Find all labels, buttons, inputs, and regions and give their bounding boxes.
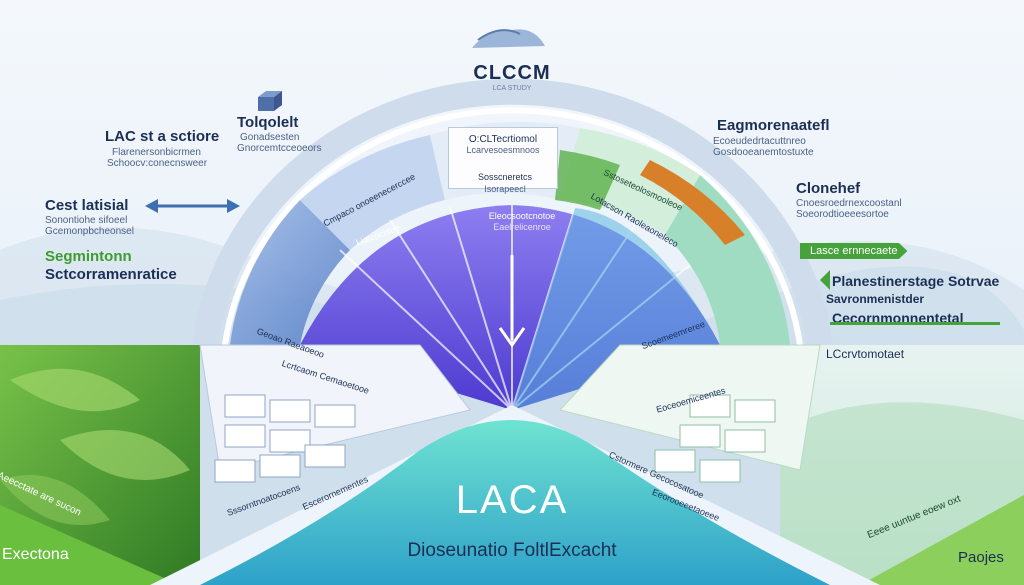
double-arrow-icon: [145, 199, 240, 213]
arc-box-1: O:CLTecrtiomol Lcarvesoesmnoos: [448, 127, 558, 189]
right-bottom-label: Paojes: [958, 549, 1004, 566]
left-bottom-label: Exectona: [2, 546, 69, 563]
right-heading-1-sub-1: Ecoeudedrtacuttnreo: [713, 136, 806, 147]
page-title: CLCCM: [473, 62, 551, 84]
right-heading-4: Savronmenistder: [826, 292, 925, 306]
center-top-heading: Tolqolelt: [237, 114, 299, 131]
arc-box-2-title: Sosscneretcs: [477, 172, 533, 182]
down-arrow-icon: [498, 255, 526, 348]
left-heading-1: LAC st a sctiore: [105, 128, 220, 145]
left-heading-2: Cest latisial: [45, 197, 129, 214]
cube-icon: [258, 91, 282, 111]
left-heading-1-sub-2: Schoocv:conecnsweer: [107, 158, 208, 169]
left-green-label-2: Sctcorramenratice: [45, 266, 177, 283]
right-divider: [830, 322, 1000, 325]
arc-box-2-sub: Isorapeecl: [484, 184, 526, 194]
page-subtitle: LCA STUDY: [492, 85, 532, 92]
left-heading-1-sub-1: Flarenersonbicrmen: [112, 147, 201, 158]
page-title-block: CLCCM LCA STUDY: [462, 62, 562, 92]
right-heading-1: Eagmorenaatefl: [717, 117, 830, 134]
arc-box-3-title: Eleocsootcnotoe: [488, 211, 556, 221]
left-heading-2-sub-1: Sonontiohe sifoeel: [45, 215, 128, 226]
right-heading-2: Clonehef: [796, 180, 861, 197]
arc-box-3-sub: Eaelrelicenroe: [493, 222, 551, 232]
right-tag: LCcrvtomotaet: [826, 347, 905, 361]
right-heading-2-sub-1: Cnoesroedrnexcoostanl: [796, 198, 902, 209]
main-subtitle: Dioseunatio FoltlExcacht: [407, 540, 617, 561]
left-green-label-1: Segmintonn: [45, 248, 132, 265]
arc-box-1-title: O:CLTecrtiomol: [468, 134, 538, 145]
main-title: LACA: [455, 478, 569, 522]
center-top-sub-1: Gonadsesten: [240, 132, 300, 143]
arc-box-1-sub: Lcarvesoesmnoos: [466, 145, 540, 155]
right-heading-1-sub-2: Gosdooeanemtostuxte: [713, 147, 814, 158]
right-ribbon: Lasce ernnecaete: [800, 243, 908, 259]
right-heading-3: Planestinerstage Sotrvae: [832, 273, 1000, 289]
cloud-icon: [472, 29, 545, 48]
right-heading-2-sub-2: Soeorodtioeeesortoe: [796, 209, 889, 220]
left-heading-2-sub-2: Gcemonpbcheonsel: [45, 226, 134, 237]
center-top-sub-2: Gnorcemtcceoeors: [237, 143, 322, 154]
